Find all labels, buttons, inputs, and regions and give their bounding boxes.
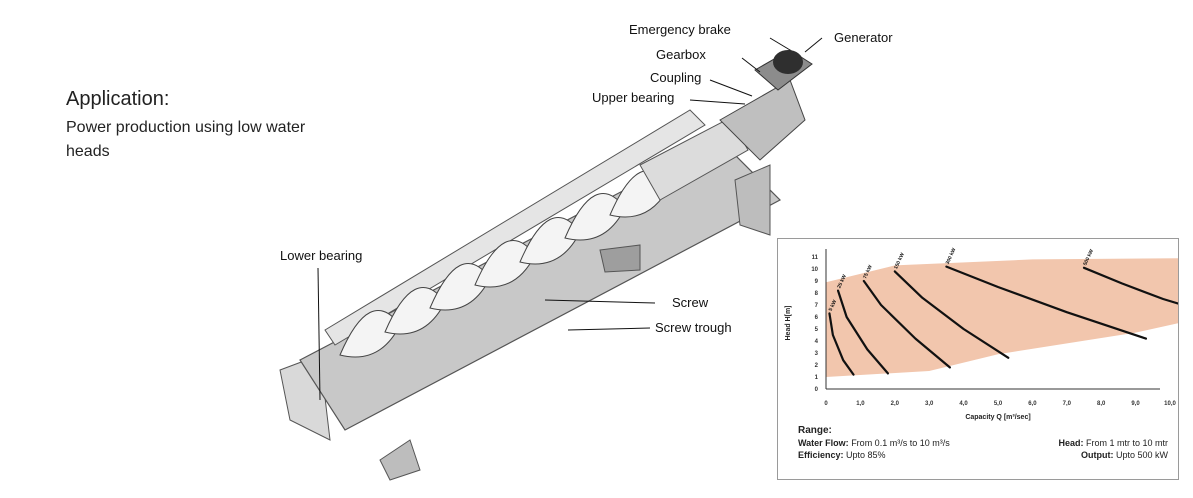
range-title: Range:: [798, 425, 832, 436]
trough-top-rim: [324, 109, 706, 346]
head-value: From 1 mtr to 10 mtr: [1085, 438, 1168, 448]
x-tick-label: 9,0: [1131, 401, 1140, 407]
label-gearbox: Gearbox: [656, 47, 706, 62]
y-tick-label: 2: [815, 363, 819, 369]
head-label: Head:: [1058, 438, 1084, 448]
application-title: Application:: [66, 88, 170, 110]
x-tick-label: 6,0: [1028, 401, 1037, 407]
series-label: 25 kW: [836, 274, 848, 290]
x-tick-label: 8,0: [1097, 401, 1106, 407]
generator-body: [773, 50, 803, 74]
screw-blades: [339, 169, 671, 358]
label-screw: Screw: [672, 295, 709, 310]
water-flow-value: From 0.1 m³/s to 10 m³/s: [851, 438, 950, 448]
head-capacity-chart: 0 1,0 2,0 3,0 4,0 5,0 6,0 7,0 8,0 9,0 10,0 0 1 2 3 4 5 6 7…: [785, 247, 1193, 421]
series-line: [893, 270, 1010, 359]
y-tick-label: 8: [815, 291, 819, 297]
x-tick-label: 7,0: [1063, 401, 1072, 407]
output-value: Upto 500 kW: [1115, 450, 1168, 460]
efficiency: Efficiency: Upto 85%: [798, 450, 886, 460]
series-line: [836, 289, 890, 375]
upper-housing: [719, 79, 806, 161]
y-tick-label: 0: [815, 387, 819, 393]
y-axis-label: Head H[m]: [785, 305, 792, 340]
efficiency-value: Upto 85%: [846, 450, 886, 460]
operating-range-area: [826, 258, 1193, 377]
series-line: [828, 312, 855, 376]
range-chart-panel: 0 1,0 2,0 3,0 4,0 5,0 6,0 7,0 8,0 9,0 10,0 0 1 2 3 4 5 6 7…: [777, 238, 1193, 480]
y-tick-label: 1: [815, 375, 819, 381]
y-tick-label: 11: [812, 255, 819, 261]
label-lower-bearing: Lower bearing: [280, 248, 363, 263]
y-tick-label: 10: [811, 267, 818, 273]
y-tick-label: 4: [815, 339, 819, 345]
series-line: [862, 279, 951, 369]
y-tick-label: 5: [815, 327, 819, 333]
y-tick-label: 7: [815, 303, 819, 309]
output: Output: Upto 500 kW: [1081, 450, 1168, 460]
x-tick-label: 1,0: [856, 401, 865, 407]
lower-leg: [379, 439, 421, 481]
x-tick-label: 3,0: [925, 401, 934, 407]
label-screw-trough: Screw trough: [655, 320, 732, 335]
water-flow: Water Flow: From 0.1 m³/s to 10 m³/s: [798, 438, 950, 448]
x-tick-label: 2,0: [891, 401, 900, 407]
series-label: 300 kW: [945, 247, 958, 265]
x-tick-label: 10,0: [1164, 401, 1176, 407]
leader-lines: [317, 37, 823, 401]
upper-support: [734, 164, 771, 236]
series-line: [945, 265, 1148, 340]
series-label: 75 kW: [862, 264, 874, 280]
range-info: Range: Water Flow: From 0.1 m³/s to 10 m…: [798, 425, 1168, 460]
screw-trough-body: [299, 139, 781, 431]
series-label: 5 kW: [828, 299, 838, 312]
head-range: Head: From 1 mtr to 10 mtr: [1058, 438, 1168, 448]
x-axis-label: Capacity Q [m³/sec]: [965, 414, 1030, 421]
screw-shaft: [639, 117, 749, 201]
water-flow-label: Water Flow:: [798, 438, 849, 448]
x-tick-label: 4,0: [959, 401, 968, 407]
range-row-2: Efficiency: Upto 85% Output: Upto 500 kW: [798, 450, 1168, 460]
label-upper-bearing: Upper bearing: [592, 90, 675, 105]
y-tick-label: 6: [815, 315, 819, 321]
label-generator: Generator: [834, 30, 893, 45]
range-row-1: Water Flow: From 0.1 m³/s to 10 m³/s Hea…: [798, 438, 1168, 448]
y-tick-label: 9: [815, 279, 819, 285]
y-tick-label: 3: [815, 351, 819, 357]
x-tick-label: 5,0: [994, 401, 1003, 407]
application-description: Power production using low water heads: [66, 119, 306, 160]
efficiency-label: Efficiency:: [798, 450, 844, 460]
label-coupling: Coupling: [650, 70, 702, 85]
x-tick-label: 0: [824, 401, 828, 407]
output-label: Output:: [1080, 450, 1114, 460]
label-emergency-brake: Emergency brake: [629, 22, 731, 37]
middle-support: [599, 244, 641, 273]
